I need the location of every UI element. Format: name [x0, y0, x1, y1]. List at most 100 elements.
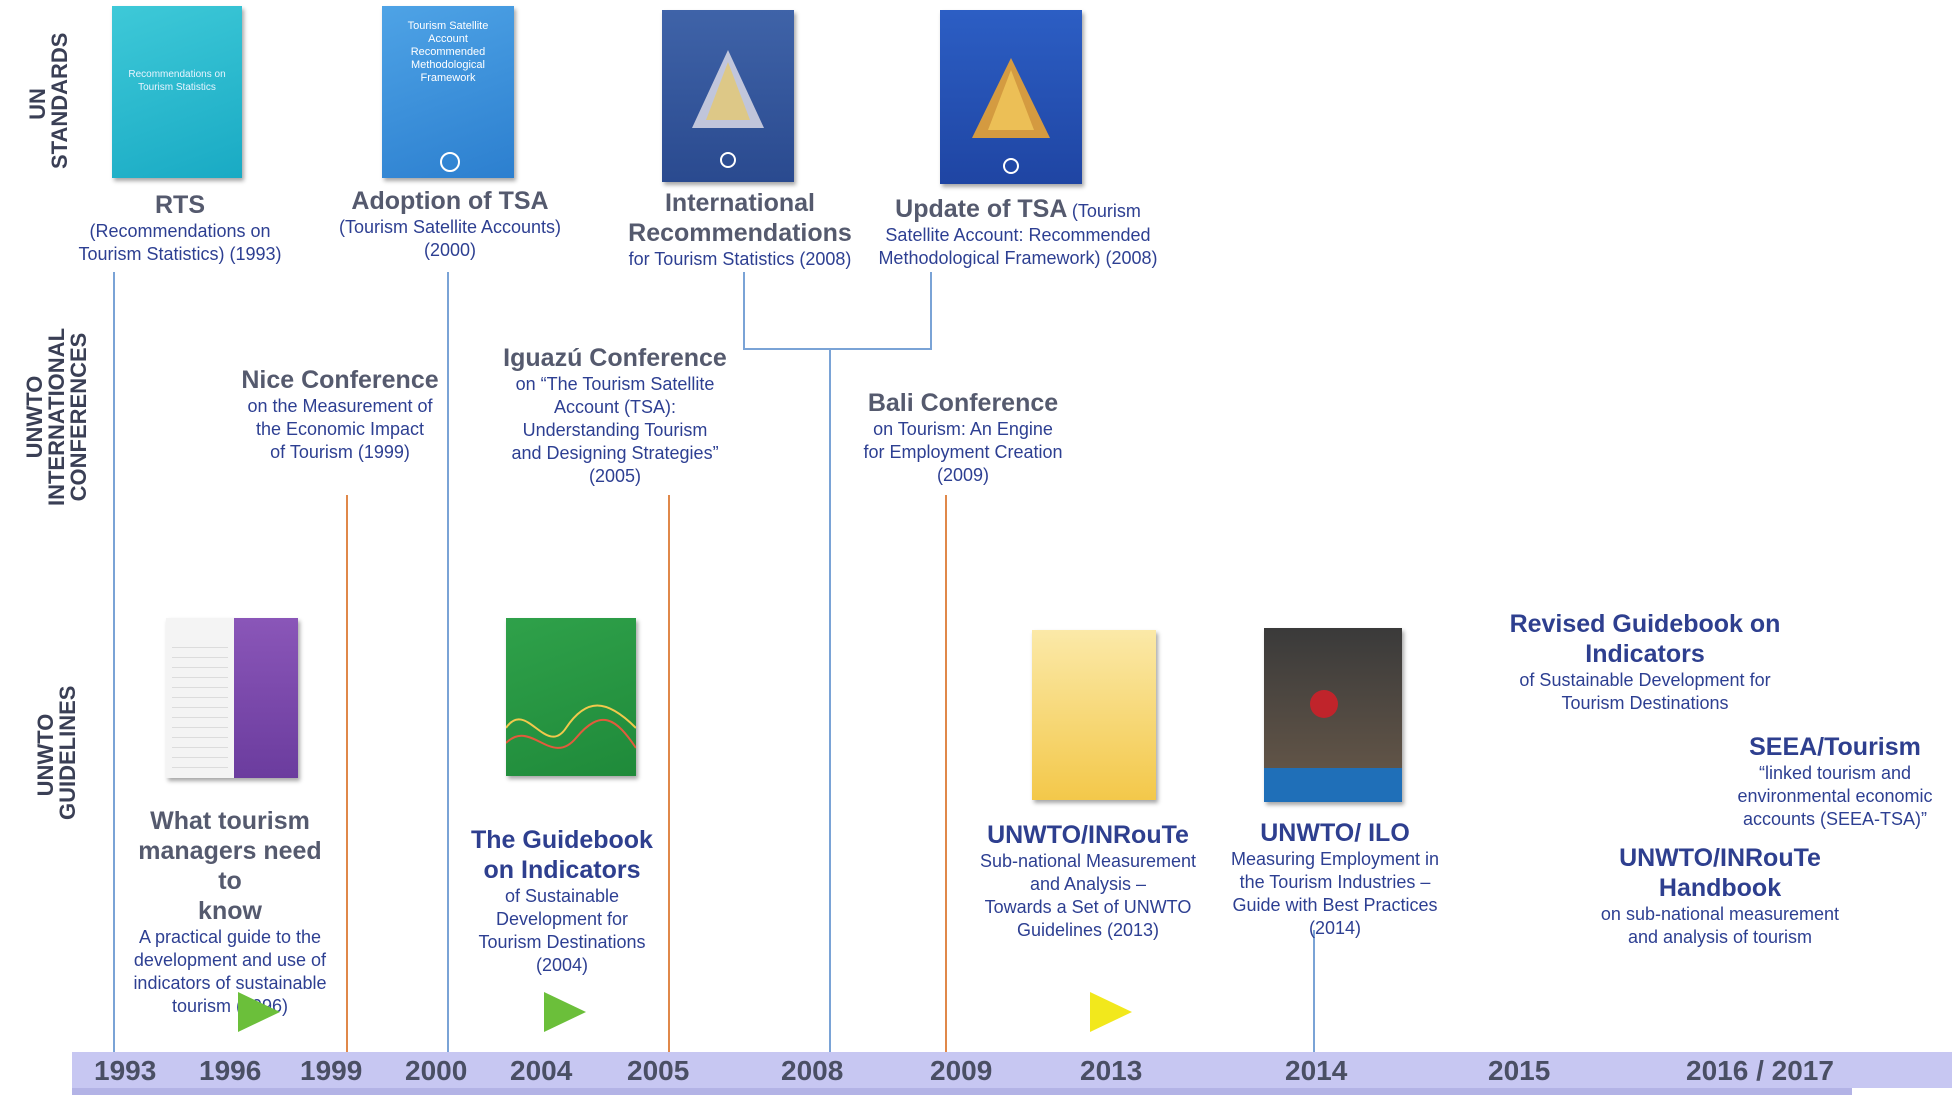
year-2005: 2005 — [627, 1055, 690, 1086]
year-2016-2017: 2016 / 2017 — [1686, 1055, 1834, 1086]
row-label-conferences: UNWTO INTERNATIONAL CONFERENCES — [22, 322, 91, 512]
nice-desc-1: on the Measurement of — [247, 396, 433, 416]
iguazu-conference-block: Iguazú Conference on “The Tourism Satell… — [490, 343, 740, 488]
tsa-update-cover-image — [940, 10, 1082, 184]
nice-desc-2: the Economic Impact — [255, 419, 425, 439]
inroute-desc-3: Towards a Set of UNWTO — [984, 897, 1192, 917]
bali-desc-1: on Tourism: An Engine — [873, 419, 1053, 439]
handbook-title-2: Handbook — [1658, 874, 1782, 902]
iguazu-desc-5: (2005) — [588, 466, 642, 486]
tsa-update-pyramid-graphic — [972, 58, 1050, 174]
indicators-desc-4: (2004) — [535, 955, 589, 975]
year-2014: 2014 — [1285, 1055, 1348, 1086]
year-2008: 2008 — [781, 1055, 844, 1086]
tsa-update-desc-1: Satellite Account: Recommended — [885, 225, 1151, 245]
seea-desc-1: “linked tourism and — [1758, 763, 1912, 783]
row-label-line: CONFERENCES — [66, 332, 91, 502]
handbook-title-1: UNWTO/INRouTe — [1619, 844, 1821, 872]
row-label-guidelines: UNWTO GUIDELINES — [33, 686, 80, 820]
line-1993 — [113, 272, 115, 1052]
tsa-update-block: Update of TSA (Tourism Satellite Account… — [868, 194, 1168, 270]
inroute-handbook-block: UNWTO/INRouTe Handbook on sub-national m… — [1580, 843, 1860, 949]
year-2004: 2004 — [510, 1055, 573, 1086]
revised-title-2: Indicators — [1585, 640, 1705, 668]
ilo-desc-2: the Tourism Industries – — [1239, 872, 1431, 892]
inroute-desc-1: Sub-national Measurement — [979, 851, 1197, 871]
line-2008-bracket — [743, 348, 932, 350]
timeline-underline — [72, 1088, 1852, 1095]
timeline-bar — [72, 1052, 1952, 1088]
handbook-desc-1: on sub-national measurement — [1600, 904, 1840, 924]
iguazu-title: Iguazú Conference — [503, 344, 727, 372]
irts-pyramid-graphic — [692, 50, 764, 168]
rts-cover-image: Recommendations on Tourism Statistics — [112, 6, 242, 178]
tsa-title: Adoption of TSA — [351, 187, 549, 215]
managers-desc-1: A practical guide to the — [138, 927, 322, 947]
line-2009 — [945, 495, 947, 1052]
ilo-cover-footer — [1264, 768, 1402, 802]
un-emblem-icon — [440, 152, 460, 172]
ilo-title: UNWTO/ ILO — [1260, 819, 1410, 847]
play-arrow-icon — [544, 992, 586, 1032]
ilo-guide-cover-image — [1264, 628, 1402, 802]
year-2000: 2000 — [405, 1055, 468, 1086]
irts-title-1: International — [664, 189, 815, 217]
revised-desc-1: of Sustainable Development for — [1519, 670, 1771, 690]
indicators-desc-3: Tourism Destinations — [478, 932, 646, 952]
line-tsa-update-connector — [930, 272, 932, 350]
nice-desc-3: of Tourism (1999) — [270, 442, 410, 462]
indicators-guidebook-block: The Guidebook on Indicators of Sustainab… — [462, 825, 662, 977]
ilo-desc-4: (2014) — [1308, 918, 1362, 938]
line-2014 — [1313, 930, 1315, 1052]
iguazu-desc-1: on “The Tourism Satellite — [515, 374, 715, 394]
inroute-guidelines-block: UNWTO/INRouTe Sub-national Measurement a… — [968, 820, 1208, 942]
revised-guidebook-block: Revised Guidebook on Indicators of Susta… — [1500, 609, 1790, 715]
indicators-title-1: The Guidebook — [471, 826, 653, 854]
managers-desc-2: development and use of — [133, 950, 327, 970]
rts-block: RTS (Recommendations on Tourism Statisti… — [60, 190, 300, 266]
irts-block: International Recommendations for Touris… — [610, 188, 870, 271]
bali-title: Bali Conference — [867, 389, 1059, 417]
indicators-title-2: on Indicators — [483, 856, 641, 884]
managers-title-2: managers need to — [138, 837, 322, 895]
seea-title: SEEA/Tourism — [1749, 733, 1921, 761]
seea-desc-3: accounts (SEEA-TSA)” — [1742, 809, 1928, 829]
irts-desc-1: for Tourism Statistics (2008) — [628, 249, 852, 269]
inroute-desc-2: and Analysis – — [1029, 874, 1147, 894]
tsa-block: Adoption of TSA (Tourism Satellite Accou… — [320, 186, 580, 262]
managers-title-1: What tourism — [150, 807, 310, 835]
ilo-cover-flower — [1310, 690, 1338, 718]
year-2013: 2013 — [1080, 1055, 1143, 1086]
row-label-un-standards: UN STANDARDS — [25, 33, 72, 169]
rts-desc-2: Tourism Statistics) (1993) — [78, 244, 282, 264]
line-2008 — [829, 348, 831, 1052]
nice-conference-block: Nice Conference on the Measurement of th… — [230, 365, 450, 464]
rts-title: RTS — [155, 191, 205, 219]
managers-title-3: know — [198, 897, 262, 925]
revised-title-1: Revised Guidebook on — [1509, 610, 1781, 638]
iguazu-desc-4: and Designing Strategies” — [511, 443, 719, 463]
line-2005 — [668, 495, 670, 1052]
managers-guide-block: What tourism managers need to know A pra… — [130, 806, 330, 1018]
seea-desc-2: environmental economic — [1737, 786, 1933, 806]
year-1999: 1999 — [300, 1055, 363, 1086]
tsa-update-title: Update of TSA — [895, 195, 1068, 223]
line-irts-connector — [743, 272, 745, 350]
play-arrow-icon — [1090, 992, 1132, 1032]
managers-desc-3: indicators of sustainable — [133, 973, 327, 993]
irts-cover-image — [662, 10, 794, 182]
ilo-desc-3: Guide with Best Practices — [1232, 895, 1438, 915]
revised-desc-2: Tourism Destinations — [1561, 693, 1729, 713]
bali-desc-2: for Employment Creation — [863, 442, 1063, 462]
managers-cover-band — [234, 618, 298, 778]
rts-cover-title: Recommendations on Tourism Statistics — [128, 69, 226, 93]
bali-conference-block: Bali Conference on Tourism: An Engine fo… — [838, 388, 1088, 487]
row-label-line: UNWTO — [22, 375, 47, 459]
year-2015: 2015 — [1488, 1055, 1551, 1086]
ilo-guide-block: UNWTO/ ILO Measuring Employment in the T… — [1220, 818, 1450, 940]
seea-tourism-block: SEEA/Tourism “linked tourism and environ… — [1722, 732, 1948, 831]
indicators-desc-2: Development for — [495, 909, 629, 929]
year-2009: 2009 — [930, 1055, 993, 1086]
line-2000 — [447, 272, 449, 1052]
indicators-guidebook-cover-image — [506, 618, 636, 776]
